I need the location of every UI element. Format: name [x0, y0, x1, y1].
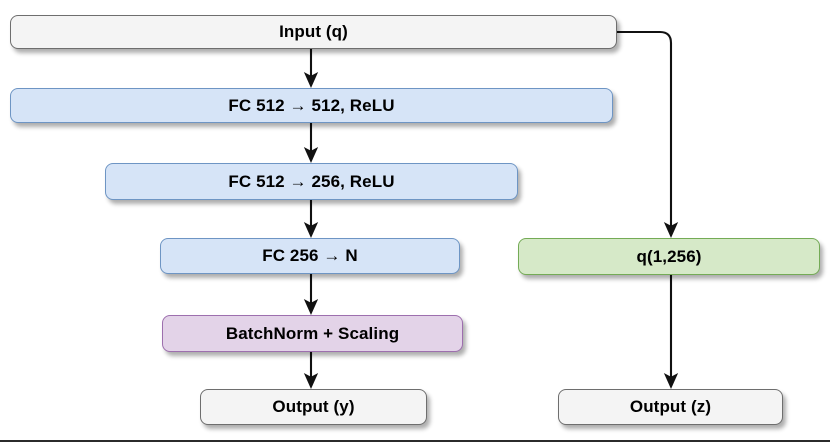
- node-qtensor[interactable]: q(1,256): [518, 238, 820, 275]
- node-fc1[interactable]: FC 512 → 512, ReLU: [10, 88, 613, 123]
- node-fc3[interactable]: FC 256 → N: [160, 238, 460, 274]
- node-label-input: Input (q): [279, 22, 348, 41]
- node-output_y[interactable]: Output (y): [200, 389, 427, 425]
- bottom-divider: [0, 440, 830, 442]
- node-output_z[interactable]: Output (z): [558, 389, 783, 425]
- node-label-fc2: FC 512 → 256, ReLU: [228, 171, 395, 191]
- node-label-batchnorm: BatchNorm + Scaling: [225, 323, 400, 343]
- node-label-fc3: FC 256 → N: [262, 246, 358, 265]
- node-label-fc1: FC 512 → 512, ReLU: [228, 95, 395, 115]
- node-batchnorm[interactable]: BatchNorm + Scaling: [162, 315, 463, 352]
- node-input[interactable]: Input (q): [10, 15, 617, 49]
- node-label-qtensor: q(1,256): [636, 246, 702, 266]
- node-label-output_z: Output (z): [629, 397, 712, 416]
- node-fc2[interactable]: FC 512 → 256, ReLU: [105, 163, 518, 200]
- node-label-output_y: Output (y): [272, 397, 355, 416]
- edge-input-to-qtensor: [617, 30, 679, 238]
